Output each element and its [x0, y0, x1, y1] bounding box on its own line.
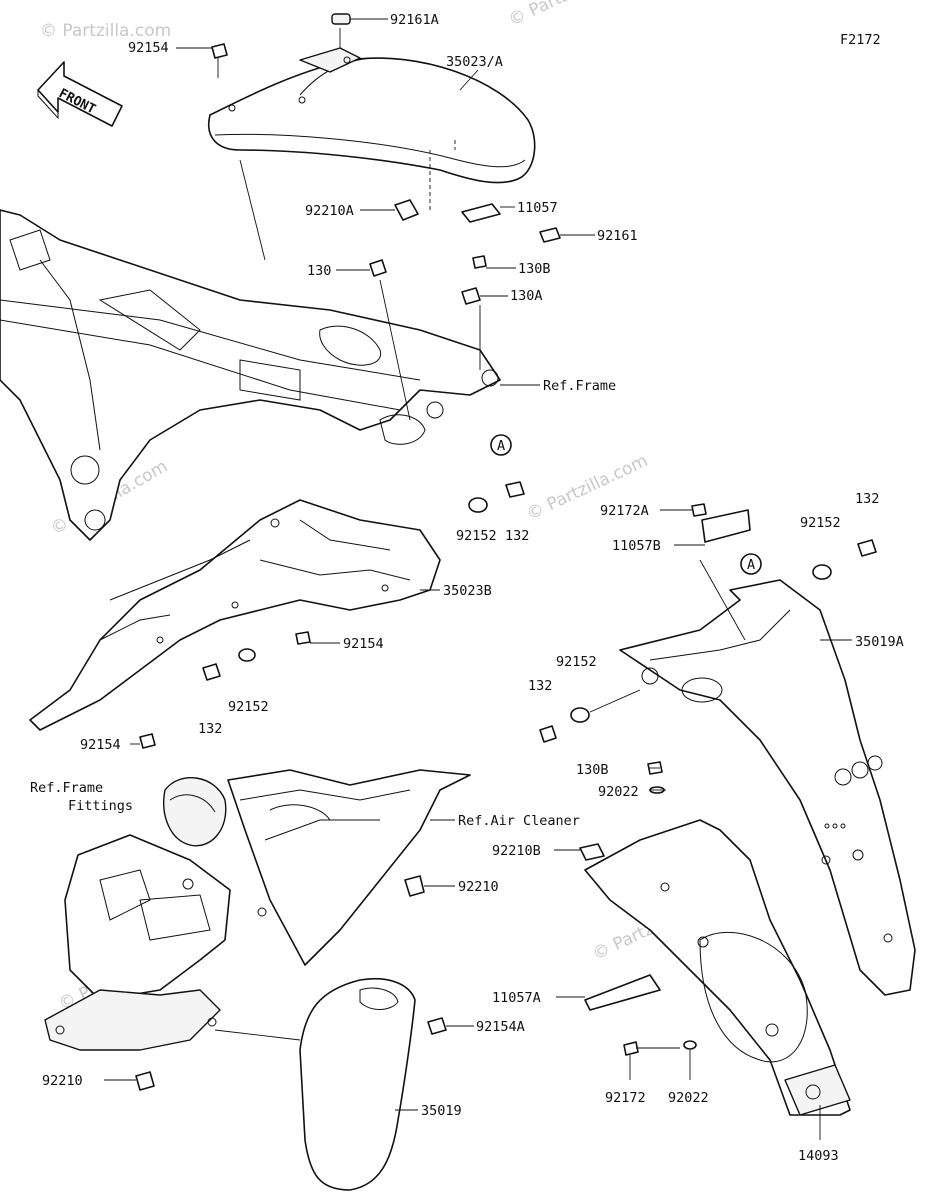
part-35019-mudflap — [299, 977, 416, 1191]
label-92152: 92152 — [800, 515, 841, 531]
label-92172: 92172 — [605, 1090, 646, 1106]
washer-92022 — [683, 1040, 697, 1050]
label-92152: 92152 — [228, 699, 269, 715]
svg-text:A: A — [747, 557, 755, 573]
small-hardware — [135, 13, 877, 1091]
label-92210B: 92210B — [492, 843, 541, 859]
part-35023B-inner-fender — [29, 499, 441, 731]
bracket-11057A — [584, 974, 661, 1011]
bolt-130 — [369, 259, 387, 277]
label-92154: 92154 — [80, 737, 121, 753]
bolt-92154 — [139, 733, 156, 749]
bracket-11057B — [701, 509, 751, 543]
label-92161: 92161 — [597, 228, 638, 244]
label-92210A: 92210A — [305, 203, 354, 219]
label-35019A: 35019A — [855, 634, 904, 650]
bracket-11057 — [461, 203, 501, 223]
label-92152: 92152 — [456, 528, 497, 544]
label-92210: 92210 — [458, 879, 499, 895]
label-92152: 92152 — [556, 654, 597, 670]
watermark: © Partzilla.com — [506, 0, 633, 31]
clip-92161 — [539, 227, 561, 243]
frame-fittings-ref — [44, 834, 231, 1051]
frame-subframe — [0, 209, 501, 541]
part-35019A-rear-fender — [619, 579, 916, 996]
screw-92172A — [691, 503, 707, 517]
bolt-132 — [539, 725, 557, 743]
label-11057B: 11057B — [612, 538, 661, 554]
label-ref-frame: Ref.Frame — [543, 378, 616, 394]
bolt-92154 — [295, 631, 311, 645]
label-35023A: 35023/A — [446, 54, 503, 70]
collar-92152 — [468, 497, 488, 513]
clip-92161A — [331, 13, 351, 25]
bolt-92154 — [211, 43, 228, 59]
bolt-132 — [202, 663, 221, 681]
label-11057A: 11057A — [492, 990, 541, 1006]
leader-lines — [104, 18, 852, 1140]
label-92154: 92154 — [128, 40, 169, 56]
part-35023A-cover — [208, 47, 536, 184]
nut-92210 — [135, 1071, 155, 1091]
label-92154A: 92154A — [476, 1019, 525, 1035]
label-92022: 92022 — [668, 1090, 709, 1106]
part-14093-license-bracket — [584, 819, 851, 1116]
callout-a-fender: A — [740, 553, 762, 575]
bolt-130A — [461, 287, 481, 305]
label-130: 130 — [307, 263, 331, 279]
label-ref-air-cleaner: Ref.Air Cleaner — [458, 813, 580, 829]
part-labels: 92161A 92154 35023/A 92210A 11057 92161 … — [30, 12, 904, 1164]
bolt-92154A — [427, 1017, 447, 1035]
label-130B: 130B — [576, 762, 609, 778]
label-92161A: 92161A — [390, 12, 439, 28]
diagram-code: F2172 — [840, 32, 881, 48]
watermark: © Partzilla.com — [40, 21, 171, 41]
label-ref-frame-fittings: Fittings — [68, 798, 133, 814]
label-ref-frame-fittings: Ref.Frame — [30, 780, 103, 796]
collar-92152 — [812, 564, 832, 580]
screw-92172 — [623, 1041, 639, 1056]
label-132: 132 — [198, 721, 222, 737]
svg-text:A: A — [497, 438, 505, 454]
collar-92152 — [570, 707, 590, 723]
label-130A: 130A — [510, 288, 543, 304]
label-35023B: 35023B — [443, 583, 492, 599]
label-92210: 92210 — [42, 1073, 83, 1089]
collar-92152 — [238, 648, 256, 662]
label-132: 132 — [855, 491, 879, 507]
label-92154: 92154 — [343, 636, 384, 652]
label-92022: 92022 — [598, 784, 639, 800]
nut-92210A — [394, 199, 419, 221]
label-11057: 11057 — [517, 200, 558, 216]
nut-92210B — [579, 843, 605, 861]
label-130B: 130B — [518, 261, 551, 277]
label-132: 132 — [528, 678, 552, 694]
bolt-132 — [505, 481, 525, 498]
label-132: 132 — [505, 528, 529, 544]
bolt-132 — [857, 539, 877, 557]
air-cleaner-ref — [163, 769, 471, 966]
bolt-130B — [472, 255, 487, 269]
front-arrow-icon: FRONT — [37, 61, 123, 127]
nut-92210 — [404, 875, 425, 897]
label-35019: 35019 — [421, 1103, 462, 1119]
label-14093: 14093 — [798, 1148, 839, 1164]
callout-a-frame: A — [490, 434, 512, 456]
label-92172A: 92172A — [600, 503, 649, 519]
